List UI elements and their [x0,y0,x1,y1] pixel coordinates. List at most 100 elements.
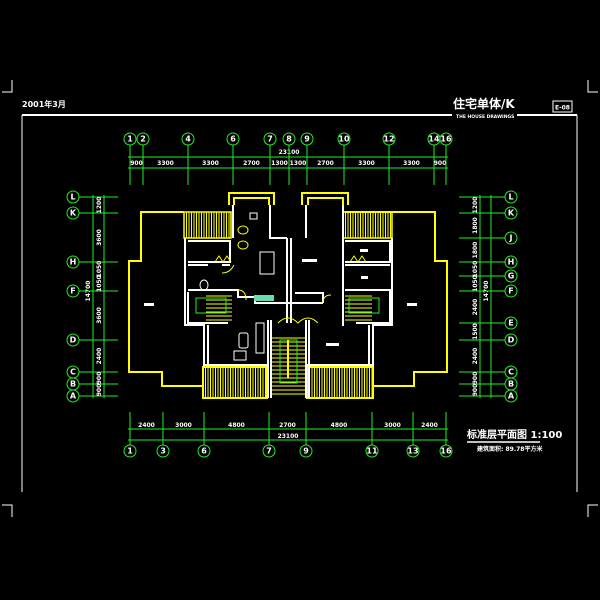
axis-label-bottom: 7 [266,447,272,456]
axis-bubble [406,444,420,458]
axis-bubble [66,206,80,220]
right-dim: 1800 [472,242,479,259]
left-dim: 900 [96,372,103,385]
right-terrace-outline [345,211,448,387]
axis-bubble [504,206,518,220]
axis-label-bottom: 3 [160,447,166,456]
axis-label-right: H [508,258,515,267]
axis-label-top: 2 [140,135,146,144]
axis-label-right: E [508,319,513,328]
axis-label-top: 12 [383,135,394,144]
top-dim: 3300 [202,160,219,167]
top-dim: 900 [130,160,143,167]
axis-label-top: 10 [338,135,350,144]
axis-label-bottom: 11 [366,447,378,456]
axis-bubble [262,444,276,458]
right-dim: 1500 [472,323,479,340]
axis-label-right: D [508,336,515,345]
sheet-frame [21,114,578,492]
axis-bubble [66,333,80,347]
axis-label-left: H [70,258,77,267]
axis-label-right: G [508,272,515,281]
axis-bubble [504,316,518,330]
fixtures [199,212,275,361]
axis-bubble [136,132,150,146]
bottom-dim: 4800 [228,422,245,429]
bottom-dim: 2700 [279,422,296,429]
top-dim: 2700 [317,160,334,167]
axis-bubble [337,132,351,146]
axis-label-right: J [509,234,513,243]
axis-bubble [439,444,453,458]
axis-label-left: D [70,336,77,345]
axis-bubble [66,255,80,269]
axis-label-right: F [508,287,513,296]
door-swings [214,255,367,324]
axis-bubble [382,132,396,146]
axis-label-top: 6 [230,135,236,144]
axis-label-left: F [70,287,75,296]
axis-bubble [263,132,277,146]
top-dim: 3300 [358,160,375,167]
right-dim: 1800 [472,217,479,234]
axis-label-right: C [508,368,514,377]
top-dim: 1300 [271,160,288,167]
bottom-dim: 3000 [175,422,192,429]
left-dim: 1200 [96,197,103,214]
axis-bubble [66,284,80,298]
balcony-top-right [342,211,393,239]
top-dim: 3300 [403,160,420,167]
axis-bubble [123,132,137,146]
drawing-date: 2001年3月 [22,99,66,109]
axis-bubble [365,444,379,458]
right-dim: 2400 [472,348,479,365]
right-dim: 1200 [472,197,479,214]
bottom-dim: 4800 [331,422,348,429]
axis-label-left: C [70,368,76,377]
axis-label-top: 4 [185,135,191,144]
axis-bubble [181,132,195,146]
axis-label-left: B [70,380,76,389]
left-dim: 3600 [96,229,103,246]
top-dim: 900 [434,160,447,167]
axis-label-right: L [508,193,513,202]
axis-label-left: L [70,193,75,202]
left-dim: 3600 [96,307,103,324]
axis-label-right: B [508,380,514,389]
kitchen-counter [254,295,274,301]
axis-label-top: 9 [304,135,310,144]
bottom-dim: 2400 [421,422,438,429]
right-dim: 900 [472,372,479,385]
axis-label-top: 1 [127,135,133,144]
left-dim: 2400 [96,348,103,365]
axis-label-top: 14 [428,135,440,144]
bottom-total-dim: 23100 [278,433,299,440]
sheet-number: E-08 [555,105,570,112]
drawing-caption: 标准层平面图 1:100 [466,428,562,441]
top-dim: 3300 [157,160,174,167]
bottom-dim: 3000 [384,422,401,429]
stair-left [195,295,232,321]
axis-label-left: K [70,209,77,218]
balcony-top-left [183,211,232,239]
axis-bubble [123,444,137,458]
right-dim: 1050 [472,275,479,292]
axis-label-top: 7 [267,135,273,144]
area-note: 建筑面积: 89.78平方米 [477,445,542,453]
left-dim: 900 [96,384,103,397]
axis-label-top: 8 [286,135,292,144]
axis-bubble [197,444,211,458]
bottom-dim: 2400 [138,422,155,429]
axis-label-top: 16 [440,135,452,144]
axis-label-bottom: 13 [407,447,418,456]
top-dim: 1300 [290,160,307,167]
drawing-title: 住宅单体/K [453,96,515,111]
axis-label-bottom: 6 [201,447,207,456]
axis-bubble [226,132,240,146]
axis-bubble [504,269,518,283]
bay-window-left [228,192,275,205]
stair-center [272,337,305,395]
axis-bubble [504,284,518,298]
floor-plan [128,192,448,399]
